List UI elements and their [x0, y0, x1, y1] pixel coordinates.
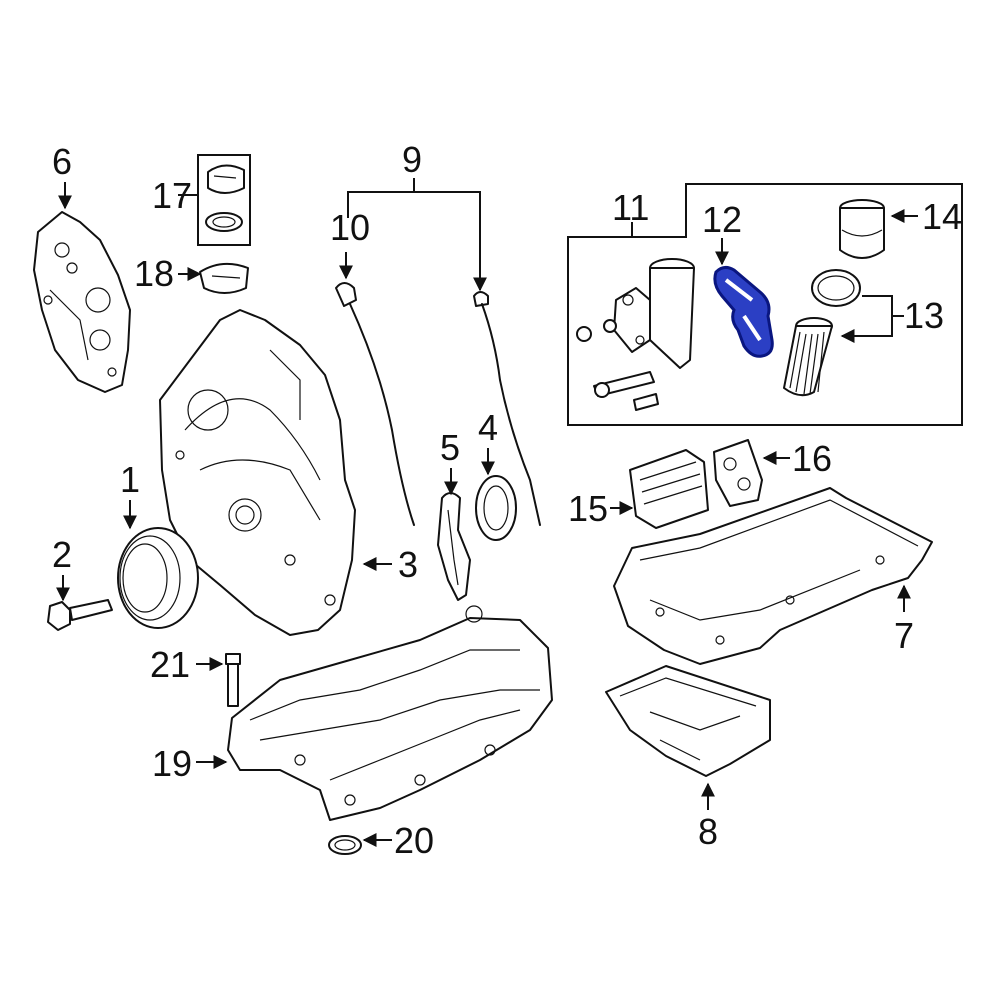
callout-11[interactable]: 11 — [612, 187, 649, 228]
callout-2[interactable]: 2 — [52, 534, 72, 575]
callout-21[interactable]: 21 — [150, 644, 190, 685]
part-17-box — [197, 154, 251, 246]
callout-8[interactable]: 8 — [698, 811, 718, 852]
part-7-upper-oil-pan[interactable] — [613, 487, 933, 665]
part-4-seal[interactable] — [475, 475, 517, 541]
callout-5[interactable]: 5 — [440, 427, 460, 468]
part-12-housing-gasket[interactable] — [713, 265, 774, 358]
part-21-bolt[interactable] — [225, 653, 241, 707]
part-10-dipstick[interactable] — [335, 282, 415, 526]
callout-19[interactable]: 19 — [152, 743, 192, 784]
part-1-crank-pulley[interactable] — [117, 527, 199, 629]
callout-3[interactable]: 3 — [398, 544, 418, 585]
part-18-breather[interactable] — [199, 262, 249, 294]
part-20-gasket[interactable] — [328, 835, 362, 855]
part-19-intake-manifold[interactable] — [227, 605, 553, 821]
callout-6[interactable]: 6 — [52, 141, 72, 182]
part-9-dipstick-tube[interactable] — [473, 291, 541, 526]
part-14-filter-cap[interactable] — [839, 199, 885, 259]
callout-14[interactable]: 14 — [922, 196, 962, 237]
part-5-gasket[interactable] — [437, 492, 471, 601]
callout-15[interactable]: 15 — [568, 488, 608, 529]
callout-13[interactable]: 13 — [904, 295, 944, 336]
callout-4[interactable]: 4 — [478, 407, 498, 448]
part-11-group-box — [567, 183, 963, 426]
callout-20[interactable]: 20 — [394, 820, 434, 861]
callout-18[interactable]: 18 — [134, 253, 174, 294]
part-11-oil-filter-housing[interactable] — [576, 258, 695, 411]
part-16-cooler-gasket[interactable] — [713, 439, 763, 507]
callout-16[interactable]: 16 — [792, 438, 832, 479]
part-6-rear-cover[interactable] — [33, 211, 131, 393]
callout-9[interactable]: 9 — [402, 139, 422, 180]
part-17-oil-filler-cap[interactable] — [205, 164, 245, 232]
callout-1[interactable]: 1 — [120, 459, 140, 500]
part-13-filter-element[interactable] — [783, 269, 861, 397]
part-15-oil-cooler[interactable] — [629, 449, 709, 529]
callout-12[interactable]: 12 — [702, 199, 742, 240]
part-2-bolt[interactable] — [47, 599, 113, 631]
part-8-lower-oil-pan[interactable] — [605, 665, 771, 777]
callout-10[interactable]: 10 — [330, 207, 370, 248]
callout-7[interactable]: 7 — [894, 615, 914, 656]
callout-17[interactable]: 17 — [152, 175, 192, 216]
